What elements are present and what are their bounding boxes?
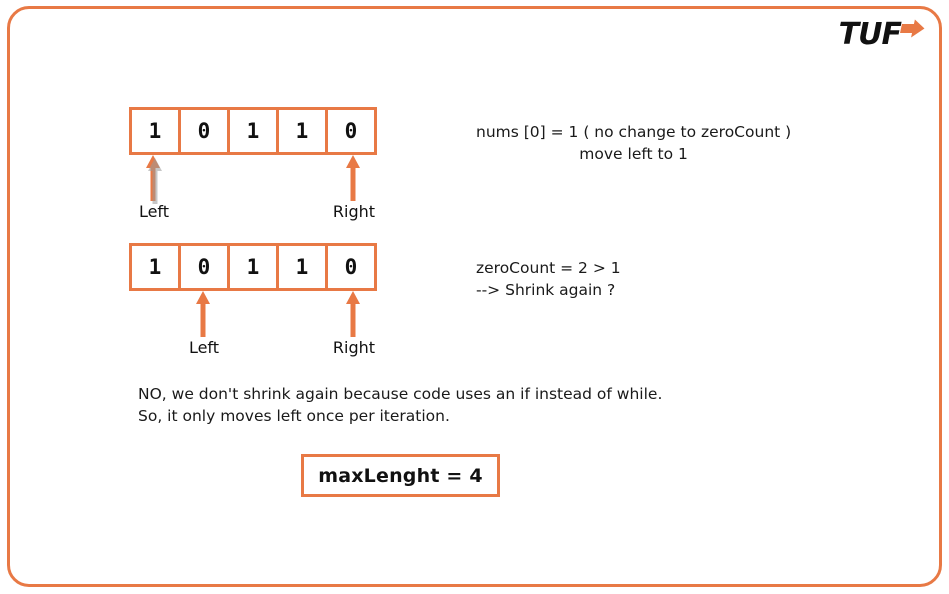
pointer-left: Left [129, 155, 179, 221]
array-cell: 1 [279, 246, 328, 288]
slide-frame: TUF 1 0 1 1 0 [7, 6, 942, 587]
array-row-1: 1 0 1 1 0 Left [129, 107, 377, 221]
array-cells: 1 0 1 1 0 [129, 107, 377, 155]
array-cell: 0 [328, 110, 374, 152]
note-line: move left to 1 [579, 145, 688, 164]
array-cell: 0 [328, 246, 374, 288]
explanation-line-1: NO, we don't shrink again because code u… [138, 385, 663, 403]
explanation-text: NO, we don't shrink again because code u… [138, 383, 662, 428]
array-cell: 1 [230, 110, 279, 152]
array-row-2: 1 0 1 1 0 Left [129, 243, 377, 357]
pointer-shadow-icon [146, 158, 164, 204]
pointer-label: Left [138, 202, 170, 221]
array-cells: 1 0 1 1 0 [129, 243, 377, 291]
pointer-right: Right [329, 155, 379, 221]
note-line: zeroCount = 2 > 1 [476, 259, 621, 277]
note-line: nums [0] = 1 ( no change to zeroCount ) [476, 123, 792, 141]
array-cell: 1 [230, 246, 279, 288]
pointer-left: Left [179, 291, 229, 357]
result-box: maxLenght = 4 [301, 454, 500, 497]
pointer-label: Right [332, 338, 376, 357]
note-row-1: nums [0] = 1 ( no change to zeroCount ) … [476, 121, 791, 166]
up-arrow-icon [344, 291, 364, 337]
array-cell: 1 [279, 110, 328, 152]
explanation-line-2: So, it only moves left once per iteratio… [138, 407, 450, 426]
brand-logo: TUF [839, 15, 925, 55]
up-arrow-icon [194, 291, 214, 337]
array-cell: 0 [181, 110, 230, 152]
result-value: maxLenght = 4 [318, 464, 483, 487]
array-cell: 1 [132, 110, 181, 152]
note-row-2: zeroCount = 2 > 1 --> Shrink again ? [476, 257, 621, 302]
arrow-right-icon [899, 19, 925, 43]
pointer-right: Right [329, 291, 379, 357]
pointer-label: Left [188, 338, 220, 357]
up-arrow-icon [344, 155, 364, 201]
array-cell: 1 [132, 246, 181, 288]
array-cell: 0 [181, 246, 230, 288]
note-line: --> Shrink again ? [476, 281, 616, 300]
brand-name: TUF [838, 17, 902, 52]
pointer-label: Right [332, 202, 376, 221]
